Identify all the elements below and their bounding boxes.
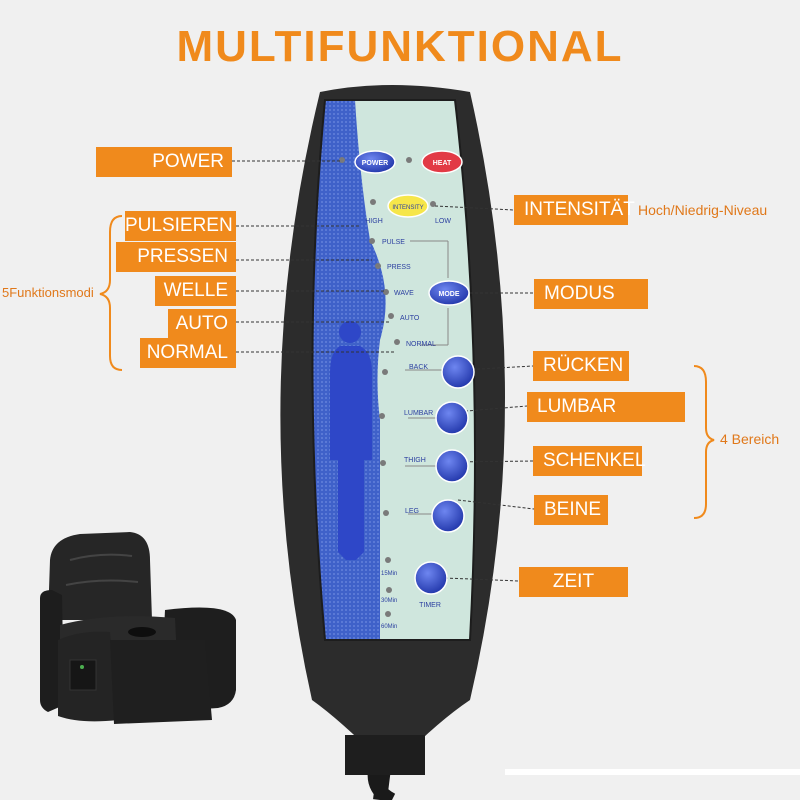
svg-text:LUMBAR: LUMBAR xyxy=(404,410,433,417)
page-title: MULTIFUNKTIONAL xyxy=(176,22,624,71)
svg-text:15Min: 15Min xyxy=(381,571,397,577)
svg-text:PRESS: PRESS xyxy=(387,264,411,271)
svg-text:30Min: 30Min xyxy=(381,598,397,604)
recliner-chair-photo xyxy=(40,532,236,724)
lumbar-button xyxy=(435,401,469,435)
mode-button xyxy=(428,280,470,306)
callout-pulsieren: PULSIEREN xyxy=(125,211,236,241)
intensity-button xyxy=(387,194,429,218)
callout-beine: BEINE xyxy=(534,495,608,525)
svg-text:AUTO: AUTO xyxy=(400,315,420,322)
callout-ruecken: RÜCKEN xyxy=(533,351,629,381)
back-button xyxy=(441,355,475,389)
timer-button xyxy=(414,561,448,595)
note-intensity-levels: Hoch/Niedrig-Niveau xyxy=(638,202,768,218)
callout-zeit: ZEIT xyxy=(519,567,628,597)
callout-schenkel: SCHENKEL xyxy=(533,446,645,476)
note-modes-group: 5Funktionsmodi xyxy=(2,285,94,300)
callout-power: POWER xyxy=(96,147,232,177)
heat-button xyxy=(421,150,463,174)
callout-lumbar: LUMBAR xyxy=(527,392,685,422)
svg-text:NORMAL: NORMAL xyxy=(406,341,436,348)
thigh-button xyxy=(435,449,469,483)
callout-modus: MODUS xyxy=(534,279,648,309)
svg-text:WAVE: WAVE xyxy=(394,290,414,297)
svg-text:INTENSITY: INTENSITY xyxy=(392,205,423,211)
callout-welle: WELLE xyxy=(155,276,236,306)
svg-text:60Min: 60Min xyxy=(381,624,397,630)
svg-text:LOW: LOW xyxy=(435,218,451,225)
svg-text:HEAT: HEAT xyxy=(433,160,452,167)
svg-text:HIGH: HIGH xyxy=(365,218,383,225)
callout-intensitaet: INTENSITÄT xyxy=(514,195,635,225)
callout-normal: NORMAL xyxy=(140,338,236,368)
svg-text:PULSE: PULSE xyxy=(382,239,405,246)
svg-text:THIGH: THIGH xyxy=(404,457,426,464)
svg-text:POWER: POWER xyxy=(362,160,388,167)
power-button xyxy=(354,150,396,174)
human-silhouette-icon xyxy=(330,321,372,560)
svg-text:BACK: BACK xyxy=(409,364,428,371)
svg-text:MODE: MODE xyxy=(439,291,460,298)
svg-text:LEG: LEG xyxy=(405,508,419,515)
svg-text:TIMER: TIMER xyxy=(419,602,441,609)
note-areas-group: 4 Bereich xyxy=(720,431,780,447)
leg-button xyxy=(431,499,465,533)
callout-pressen: PRESSEN xyxy=(116,242,236,272)
callout-auto: AUTO xyxy=(168,309,236,339)
